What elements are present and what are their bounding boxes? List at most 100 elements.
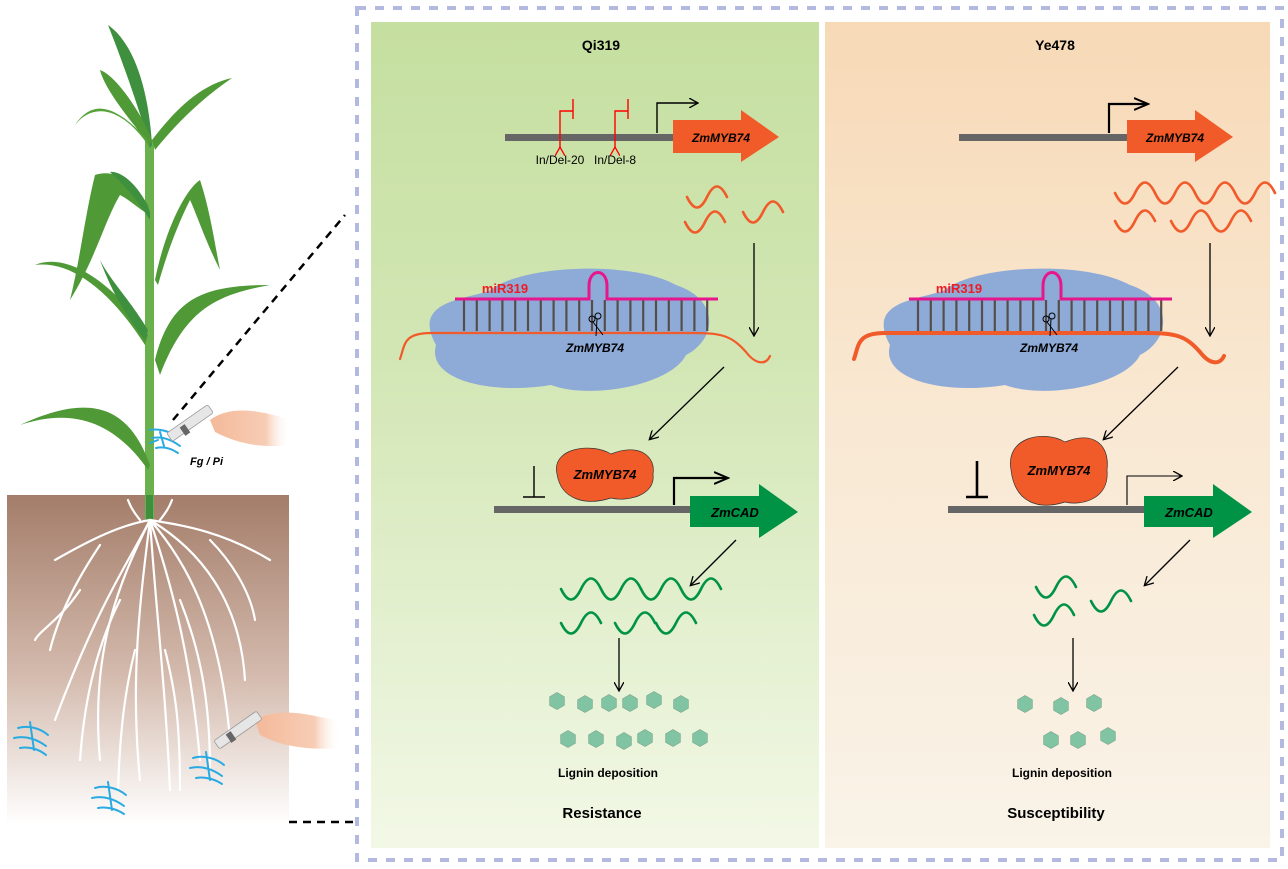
zmmyb74-protein: ZmMYB74 bbox=[1010, 435, 1108, 506]
lignin-unit bbox=[673, 695, 689, 713]
protein-label: ZmMYB74 bbox=[1027, 463, 1092, 478]
syringe-hand-stem bbox=[167, 404, 290, 447]
lignin-units bbox=[1017, 694, 1116, 749]
lignin-unit bbox=[1086, 694, 1102, 712]
promoter-line bbox=[505, 134, 673, 141]
indel-marker-1: In/Del-8 bbox=[594, 99, 636, 167]
zmcad-mrna bbox=[559, 611, 603, 635]
mirna-label: miR319 bbox=[936, 281, 982, 296]
arrow-to-protein bbox=[650, 366, 725, 439]
scissors-icon bbox=[1042, 312, 1058, 337]
panel-title: Qi319 bbox=[582, 37, 620, 53]
mirna-label: miR319 bbox=[482, 281, 528, 296]
zmcad-mrna-group bbox=[559, 577, 723, 635]
zmcad-tss-arrow bbox=[672, 478, 727, 505]
zmcad-mrna-group bbox=[1032, 575, 1133, 627]
lignin-unit bbox=[560, 730, 576, 748]
zmmyb74-mrna bbox=[1193, 181, 1237, 205]
lignin-unit bbox=[1100, 727, 1116, 745]
zoom-frame bbox=[355, 6, 1284, 862]
inhibition-symbol bbox=[966, 461, 988, 499]
zmmyb74-mrna-group bbox=[1113, 181, 1277, 233]
lignin-unit bbox=[637, 729, 653, 747]
target-mrna-strand bbox=[852, 331, 1226, 365]
syringe-hand-root bbox=[214, 711, 340, 749]
zmmyb74-mrna bbox=[1113, 209, 1157, 233]
zmcad-promoter-line bbox=[494, 506, 690, 513]
inoculation-label: Fg / Pi bbox=[190, 456, 224, 468]
zmcad-gene-arrow bbox=[1144, 484, 1252, 538]
zmcad-mrna bbox=[599, 577, 643, 601]
maize-plant-illustration: Fg / Pi bbox=[7, 25, 355, 825]
zmcad-mrna bbox=[1034, 575, 1078, 599]
lignin-unit bbox=[692, 729, 708, 747]
lignin-unit bbox=[665, 729, 681, 747]
zmmyb74-mrna bbox=[1113, 181, 1157, 205]
arrow-to-protein bbox=[1104, 366, 1179, 439]
zmcad-mrna bbox=[679, 577, 723, 601]
zmmyb74-mrna bbox=[1209, 209, 1253, 233]
lignin-units bbox=[549, 691, 708, 750]
pathogen-root-middle bbox=[91, 781, 127, 815]
lignin-unit bbox=[1070, 731, 1086, 749]
lignin-unit bbox=[601, 694, 617, 712]
indel-label: In/Del-20 bbox=[536, 153, 585, 167]
phenotype-label: Susceptibility bbox=[1007, 805, 1105, 822]
mirna-strand bbox=[909, 271, 1172, 301]
lignin-unit bbox=[1017, 695, 1033, 713]
zoom-connector-top bbox=[172, 214, 346, 421]
stem-base bbox=[146, 495, 153, 520]
pathogen-root-left bbox=[13, 721, 49, 756]
zmmyb74-protein: ZmMYB74 bbox=[556, 447, 654, 502]
panel-ye478: Ye478ZmMYB74miR319ZmMYB74ZmMYB74ZmCADLig… bbox=[852, 37, 1277, 822]
zmmyb74-gene-arrow bbox=[673, 110, 779, 162]
pathogen-clusters bbox=[13, 428, 225, 815]
tss-arrow bbox=[1107, 104, 1147, 133]
zmmyb74-gene-label: ZmMYB74 bbox=[1145, 131, 1204, 145]
lignin-deposition-label: Lignin deposition bbox=[1012, 766, 1112, 780]
protein-blob bbox=[1010, 435, 1108, 506]
lignin-unit bbox=[622, 694, 638, 712]
zmcad-gene-label: ZmCAD bbox=[710, 505, 759, 520]
lignin-unit bbox=[577, 695, 593, 713]
cleaved-transcript-label: ZmMYB74 bbox=[1019, 341, 1078, 355]
lignin-unit bbox=[646, 691, 662, 709]
indel-arrow bbox=[560, 110, 573, 148]
zmmyb74-mrna bbox=[683, 210, 727, 234]
zmcad-mrna bbox=[1089, 589, 1133, 613]
zmcad-gene-label: ZmCAD bbox=[1164, 505, 1213, 520]
promoter-line bbox=[959, 134, 1127, 141]
indel-label: In/Del-8 bbox=[594, 153, 636, 167]
zmmyb74-mrna bbox=[1169, 209, 1213, 233]
tss-arrow bbox=[656, 103, 697, 133]
zmmyb74-gene-label: ZmMYB74 bbox=[691, 131, 750, 145]
zmmyb74-mrna bbox=[1233, 181, 1277, 205]
lignin-unit bbox=[588, 730, 604, 748]
leaves bbox=[20, 25, 270, 470]
inhibition-symbol bbox=[523, 466, 545, 498]
zmmyb74-mrna-group bbox=[683, 185, 785, 234]
zmcad-gene-arrow bbox=[690, 484, 798, 538]
zmcad-mrna bbox=[559, 577, 603, 601]
zmcad-mrna bbox=[654, 611, 698, 635]
lignin-deposition-label: Lignin deposition bbox=[558, 766, 658, 780]
panel-title: Ye478 bbox=[1035, 37, 1075, 53]
arrow-to-zmcad-mrna bbox=[1145, 539, 1191, 585]
target-mrna-strand bbox=[398, 331, 772, 364]
protein-blob bbox=[556, 447, 654, 502]
lignin-unit bbox=[616, 732, 632, 750]
zmmyb74-gene-arrow bbox=[1127, 110, 1233, 162]
zmcad-tss-arrow bbox=[1126, 476, 1181, 505]
zmmyb74-mrna bbox=[685, 185, 729, 209]
zmmyb74-mrna bbox=[741, 200, 785, 224]
roots bbox=[33, 498, 272, 792]
lignin-unit bbox=[1043, 731, 1059, 749]
lignin-unit bbox=[549, 692, 565, 710]
lignin-unit bbox=[1053, 697, 1069, 715]
zmcad-promoter-line bbox=[948, 506, 1144, 513]
zmcad-mrna bbox=[1032, 603, 1076, 627]
indel-marker-0: In/Del-20 bbox=[536, 99, 585, 167]
